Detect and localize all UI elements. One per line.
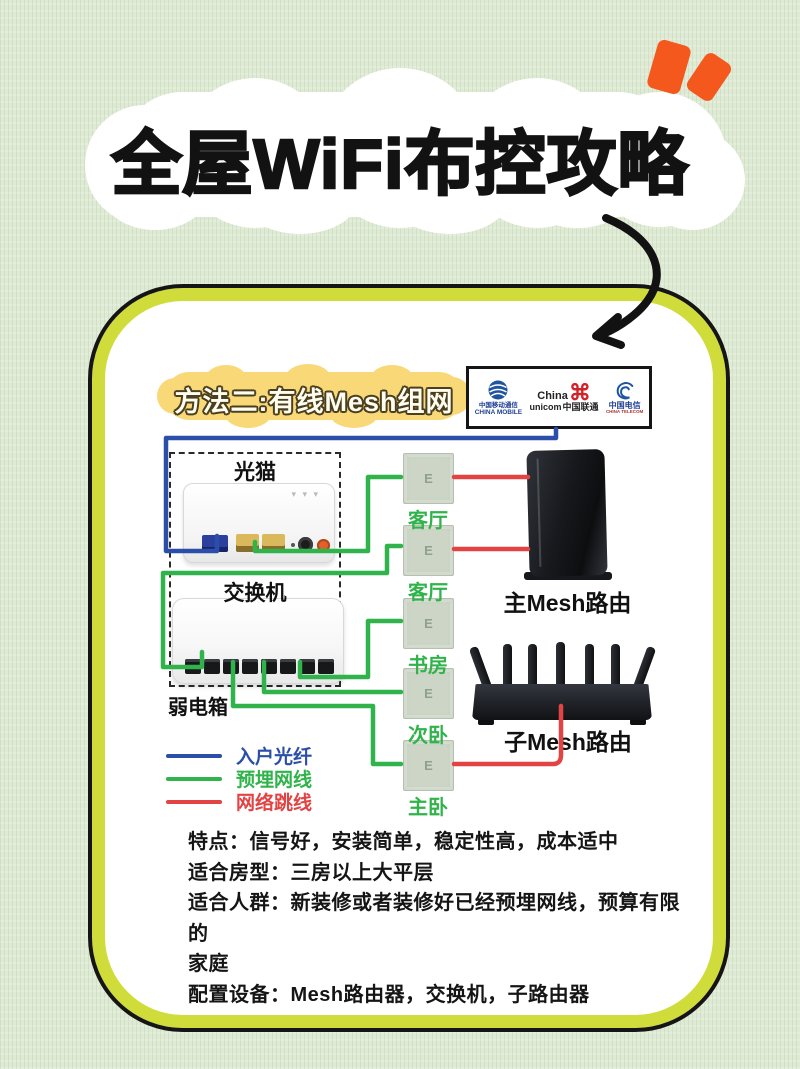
china-unicom-logo-group: China ⌘ unicom 中国联通 [529,379,599,412]
bubble-scallop [433,377,471,415]
sub-mesh-router [472,684,652,720]
note-line: 适合房型：三房以上大平层 [188,861,434,884]
wall-plate: E [403,453,454,504]
main-router-label: 主Mesh路由 [503,590,632,616]
note-line: 家庭 [188,953,229,975]
unicom-name-cn: 中国联通 [562,401,599,412]
switch-port [223,659,239,674]
section-header-bubble: 方法二:有线Mesh组网 [157,364,471,428]
switch-port [204,659,220,674]
sub-router-label: 子Mesh路由 [504,729,632,755]
china-telecom-name-cn: 中国电信 [608,400,641,410]
plate-glyph: E [424,616,433,631]
plate-glyph: E [424,758,433,773]
china-mobile-icon [488,380,508,400]
bubble-scallop [285,364,331,394]
optical-modem: ▾ ▾ ▾ [183,483,335,563]
plate-glyph: E [424,471,433,486]
switch-port [318,659,334,674]
legend-label: 预埋网线 [236,770,313,791]
unicom-brand2: unicom [529,401,562,412]
unicom-brand: China [537,390,568,403]
china-telecom-logo-group: 中国电信 CHINA TELECOM [606,380,643,415]
switch-port [299,659,315,674]
page-title: 全屋WiFi布控攻略 [110,124,689,205]
lan-port-1 [236,534,259,552]
reset-hole [291,543,295,547]
cloud-blob [120,92,680,217]
bubble-scallop [205,365,247,395]
china-mobile-logo-group: 中国移动通信 CHINA MOBILE [475,379,522,417]
router-antenna [528,644,537,688]
lan-port-2 [262,534,285,552]
china-mobile-name-cn: 中国移动通信 [478,401,518,409]
wall-plate: E [403,598,454,649]
modem-label: 光猫 [234,461,276,484]
weak-box-label: 弱电箱 [168,697,228,719]
switch-port [261,659,277,674]
spark-mark [645,38,693,96]
plate-glyph: E [424,543,433,558]
plate-label: 客厅 [408,582,448,604]
china-telecom-name-en: CHINA TELECOM [605,409,644,415]
legend-item-embedded: 预埋网线 [166,765,312,792]
fiber-line-swatch [166,753,222,758]
note-line: 配置设备：Mesh路由器，交换机，子路由器 [188,983,590,1006]
modem-vents: ▾ ▾ ▾ [291,489,320,499]
switch-port [280,659,296,674]
router-antenna [585,644,594,688]
main-router-base [524,572,612,580]
section-header: 方法二:有线Mesh组网 [174,387,454,417]
note-line: 适合人群：新装修或者装修好已经预埋网线，预算有限的 [188,892,680,945]
power-button [317,539,330,552]
bubble-scallop [330,400,378,428]
switch-port [185,659,201,674]
legend-label: 网络跳线 [236,793,313,814]
switch-port [242,659,258,674]
plate-label: 次卧 [408,725,448,747]
plate-glyph: E [424,686,433,701]
plate-label: 书房 [408,655,448,677]
note-line: 特点：信号好，安装简单，稳定性高，成本适中 [188,831,619,853]
wall-plate: E [403,740,454,791]
notes-block: 特点：信号好，安装简单，稳定性高，成本适中 适合房型：三房以上大平层 适合人群：… [188,827,688,1010]
bubble-scallop [157,378,193,414]
patch-line-swatch [166,799,222,804]
wall-plate: E [403,668,454,719]
plate-label: 客厅 [408,510,448,532]
network-switch [172,598,344,684]
china-unicom-knot-icon: ⌘ [568,379,591,405]
router-led-strip [536,458,542,567]
bubble-scallop [225,400,271,428]
bubble-scallop [370,365,414,395]
legend-item-patch: 网络跳线 [166,788,312,815]
power-jack [298,537,313,552]
switch-label: 交换机 [223,582,287,605]
fiber-port [202,535,228,552]
sub-router-foot [630,719,646,725]
china-telecom-icon [616,381,633,400]
router-antenna [556,642,565,686]
main-mesh-router [526,449,608,577]
spark-mark [684,50,734,104]
router-antenna [611,644,620,688]
router-antenna [503,644,512,688]
plate-label: 主卧 [408,797,448,819]
china-mobile-name-en: CHINA MOBILE [474,408,523,416]
ethernet-line-swatch [166,776,222,781]
carriers-box: 中国移动通信 CHINA MOBILE China ⌘ unicom 中国联通 … [466,366,652,429]
